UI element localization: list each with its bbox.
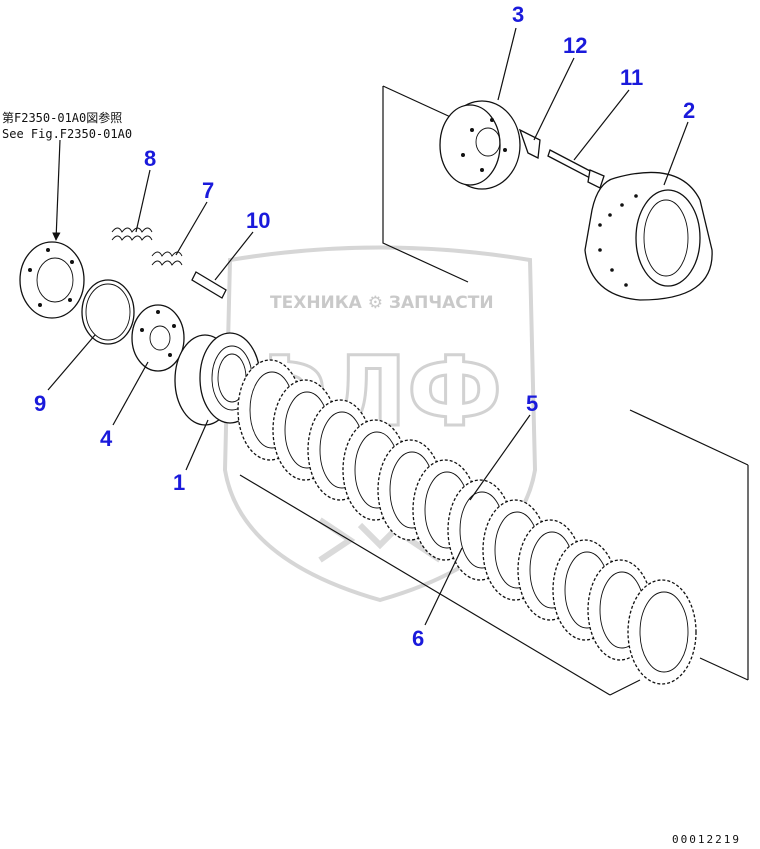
part-12-plate bbox=[518, 128, 541, 159]
part-3-flange bbox=[439, 100, 521, 190]
assembly-frame bbox=[239, 85, 749, 696]
part-7-spring bbox=[151, 251, 183, 266]
callout-12: 12 bbox=[563, 33, 587, 58]
callout-5: 5 bbox=[526, 391, 538, 416]
clutch-disc bbox=[627, 579, 697, 685]
part-11-bolt bbox=[547, 149, 605, 189]
reference-note-en: See Fig.F2350-01A0 bbox=[2, 127, 132, 141]
part-2-drum bbox=[584, 171, 713, 301]
callout-6: 6 bbox=[412, 626, 424, 651]
part-4-piston bbox=[131, 304, 185, 372]
callout-7: 7 bbox=[202, 178, 214, 203]
callout-10: 10 bbox=[246, 208, 270, 233]
part-1-hub bbox=[174, 332, 261, 426]
callout-3: 3 bbox=[512, 2, 524, 27]
callouts: 3 12 11 2 8 7 10 9 4 1 5 6 bbox=[34, 2, 695, 651]
drawing-code: 00012219 bbox=[672, 833, 741, 846]
callout-9: 9 bbox=[34, 391, 46, 416]
clutch-disc-stack bbox=[237, 359, 697, 685]
callout-8: 8 bbox=[144, 146, 156, 171]
callout-2: 2 bbox=[683, 98, 695, 123]
callout-1: 1 bbox=[173, 470, 185, 495]
referenced-housing bbox=[19, 241, 85, 319]
part-8-spring bbox=[111, 227, 153, 241]
reference-note-jp: 第F2350-01A0図参照 bbox=[2, 110, 122, 125]
watermark-text: ТЕХНИКА ⚙ ЗАПЧАСТИ bbox=[270, 293, 494, 313]
part-9-oring bbox=[81, 279, 135, 345]
callout-4: 4 bbox=[100, 426, 113, 451]
leader-lines bbox=[47, 27, 689, 626]
part-10-pin bbox=[191, 271, 227, 299]
callout-11: 11 bbox=[620, 65, 643, 90]
